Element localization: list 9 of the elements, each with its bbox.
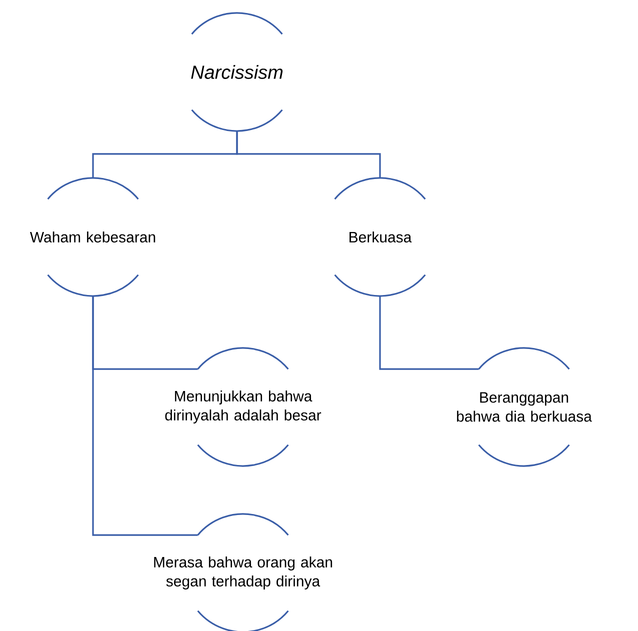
connector-line bbox=[236, 130, 381, 178]
circle-node: Narcissism bbox=[191, 12, 283, 132]
circle-node: Menunjukkan bahwa dirinyalah adalah besar bbox=[165, 347, 322, 467]
connector-line bbox=[379, 296, 479, 370]
circle-node: Merasa bahwa orang akan segan terhadap dirinya bbox=[154, 513, 332, 631]
circle-node: Waham kebesaran bbox=[30, 177, 156, 297]
circle-node: Berkuasa bbox=[334, 177, 426, 297]
circle-node: Beranggapan bahwa dia berkuasa bbox=[457, 347, 592, 467]
connector-line bbox=[92, 296, 198, 536]
